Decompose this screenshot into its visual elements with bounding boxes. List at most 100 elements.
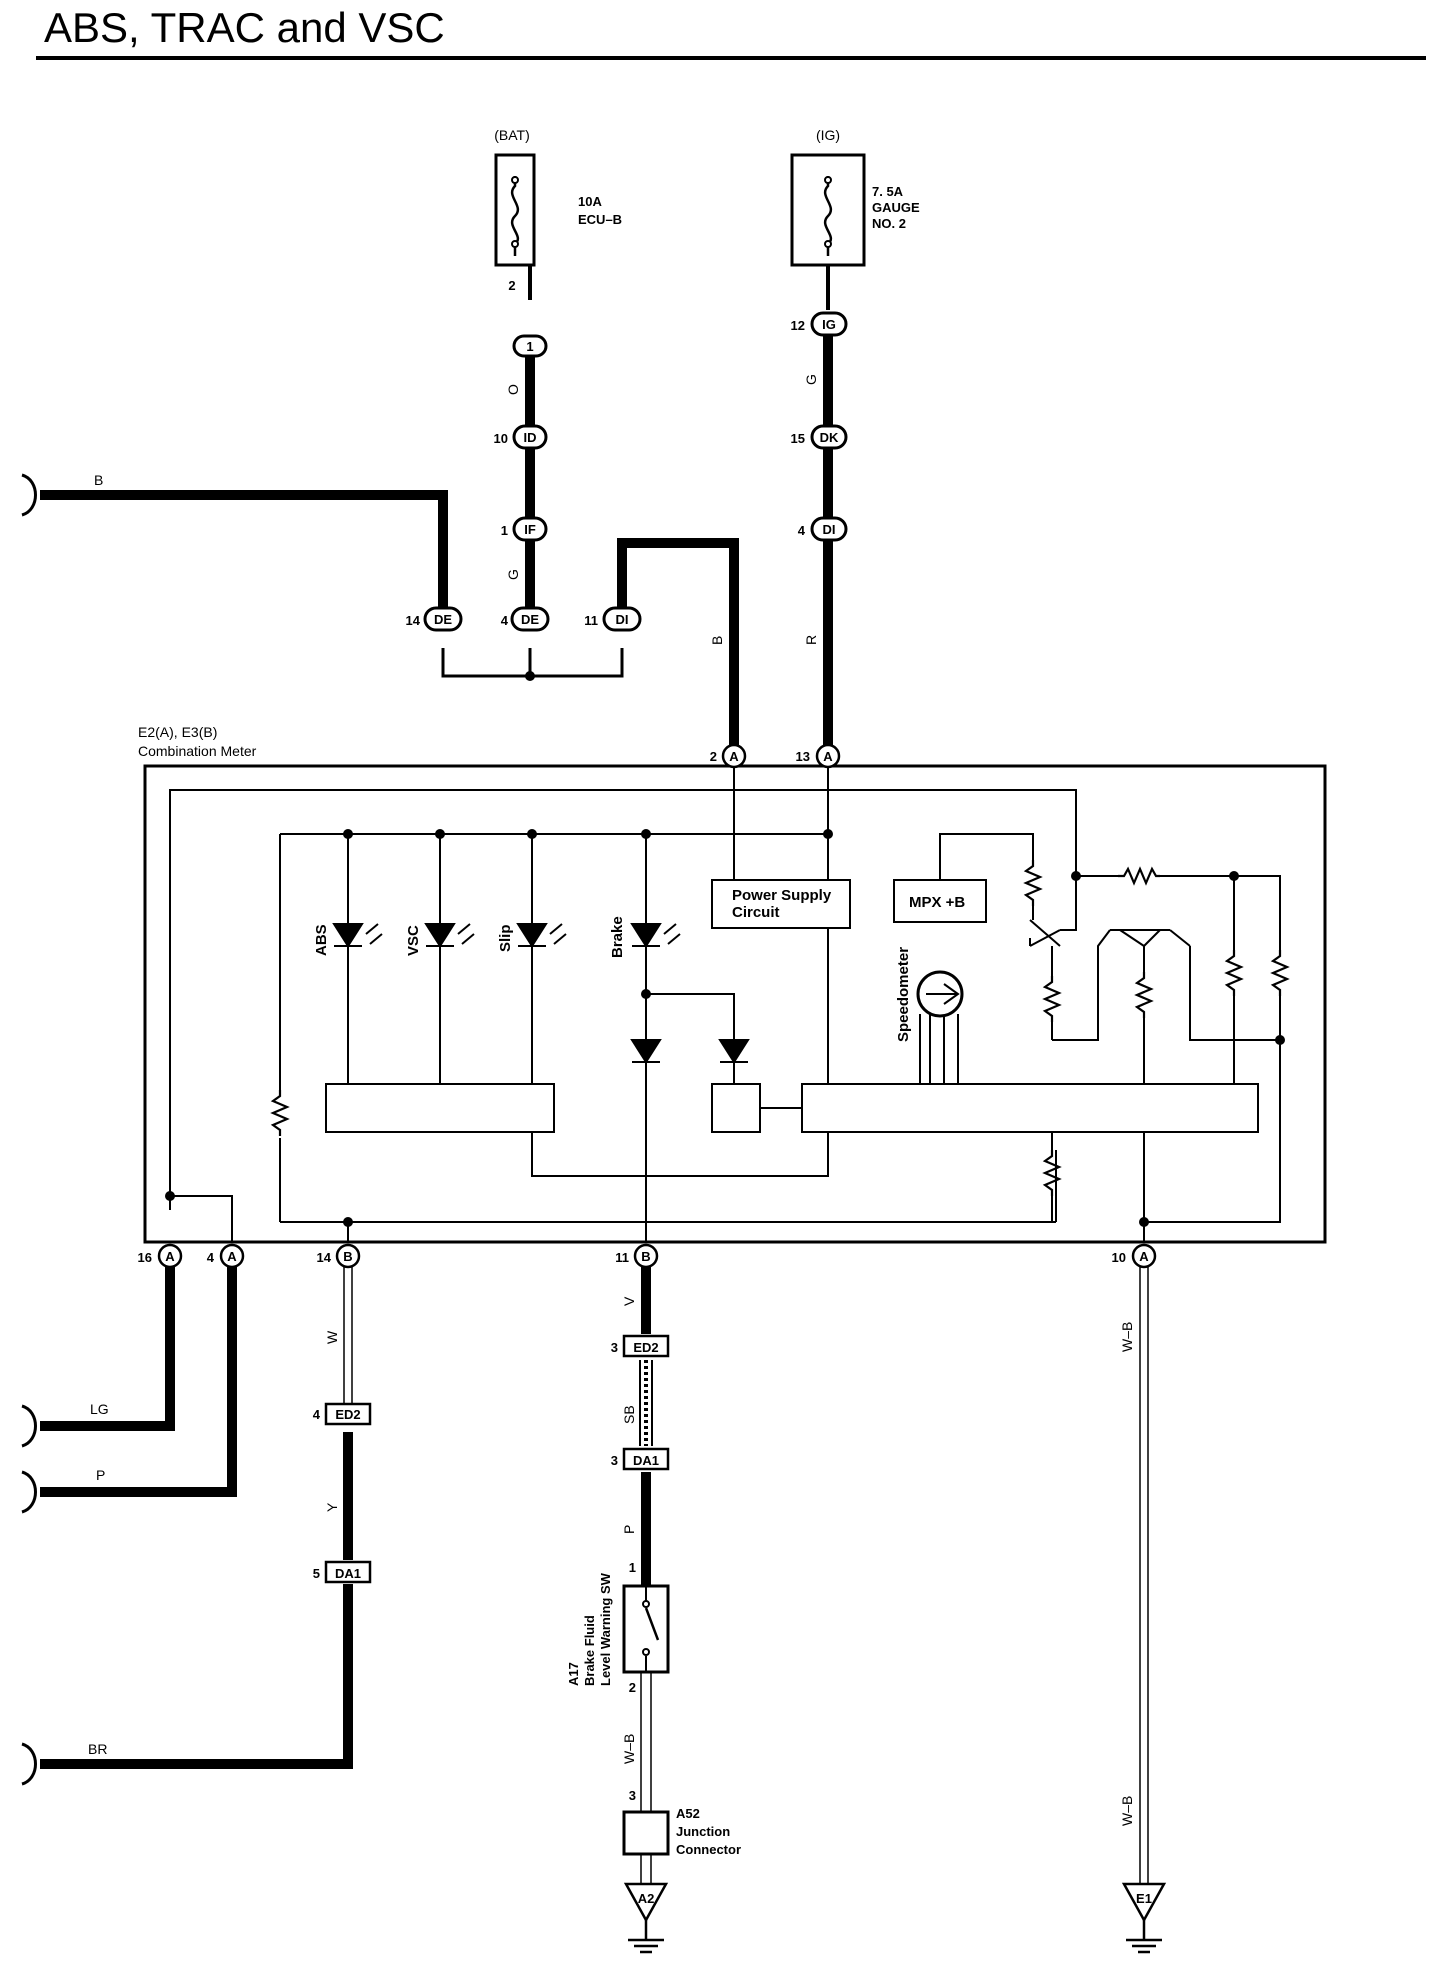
svg-text:15: 15 [791,431,805,446]
fuse-rating: 10A [578,194,602,209]
wire-color: P [621,1525,637,1534]
svg-text:1: 1 [501,523,508,538]
svg-text:DK: DK [820,430,839,445]
meter-pin-16a: 16 A [138,1243,183,1269]
svg-text:A: A [227,1249,237,1264]
wire-color: W–B [1119,1322,1135,1352]
mpx-label: MPX +B [909,894,965,911]
svg-text:16: 16 [138,1250,152,1265]
connector-id: 10 ID [494,424,548,450]
svg-text:A: A [165,1249,175,1264]
svg-text:2: 2 [710,749,717,764]
title-rule [36,56,1426,60]
bottom-wiring [21,1254,1149,1884]
connector-dk: 15 DK [791,424,848,450]
svg-text:IF: IF [524,522,536,537]
svg-text:A52: A52 [676,1806,700,1821]
svg-text:13: 13 [796,749,810,764]
svg-text:A2: A2 [638,1891,655,1906]
wire-color: P [96,1467,105,1483]
connector-di-4: 4 DI [798,516,848,542]
speedometer-label: Speedometer [895,947,912,1042]
fuse-name2: NO. 2 [872,216,906,231]
svg-text:Connector: Connector [676,1842,741,1857]
meter-pin-4a: 4 A [207,1243,245,1269]
inline-connector-ed2-3: 3 ED2 [611,1334,670,1358]
svg-text:A: A [1139,1249,1149,1264]
svg-text:14: 14 [317,1250,332,1265]
connector-if: 1 IF [501,516,548,542]
meter-id: E2(A), E3(B) [138,724,217,740]
svg-text:4: 4 [501,613,509,628]
wire-color: R [803,635,819,645]
fuse-rating: 7. 5A [872,184,904,199]
svg-text:3: 3 [629,1788,636,1803]
page-title: ABS, TRAC and VSC [44,4,445,51]
wire-color: Y [324,1502,340,1512]
svg-text:B: B [343,1249,352,1264]
wire-color: B [94,472,103,488]
svg-text:E1: E1 [1136,1891,1152,1906]
switch-name: Brake Fluid [582,1615,597,1686]
connector-ig: 12 IG [791,311,848,337]
lamp-label-brake: Brake [609,916,626,958]
meter-pin-14b: 14 B [317,1243,361,1269]
wire-color: O [505,384,521,395]
meter-name: Combination Meter [138,743,257,759]
junction-connector: 3 A52 Junction Connector [622,1788,741,1857]
svg-text:A: A [823,749,833,764]
svg-text:11: 11 [615,1250,629,1265]
lamp-label-abs: ABS [313,924,330,956]
wire-color: W–B [621,1734,637,1764]
wire-color: G [803,374,819,385]
inline-connector-da1-5: 5 DA1 [313,1560,372,1584]
svg-text:DI: DI [823,522,836,537]
fuse-pin: 2 [508,278,515,293]
switch-id: A17 [566,1662,581,1686]
svg-text:DE: DE [521,612,539,627]
inline-connector-ed2-4: 4 ED2 [313,1402,372,1426]
svg-text:ED2: ED2 [335,1407,360,1422]
connector-di-11: 11 DI [584,606,642,632]
fuse-name: GAUGE [872,200,920,215]
svg-text:DE: DE [434,612,452,627]
inline-connector-da1-3: 3 DA1 [611,1447,670,1471]
connector-de-14: 14 DE [406,606,463,632]
ground-a2-icon: A2 [624,1882,668,1954]
fuse-name: ECU–B [578,212,622,227]
lamp-label-slip: Slip [497,924,514,952]
svg-text:DA1: DA1 [335,1566,361,1581]
svg-text:4: 4 [798,523,806,538]
led-arrow-icon [365,923,681,945]
wire-color: G [505,569,521,580]
svg-text:ED2: ED2 [633,1340,658,1355]
svg-text:4: 4 [207,1250,215,1265]
svg-text:5: 5 [313,1566,320,1581]
wire-color: SB [621,1405,637,1424]
svg-text:ID: ID [524,430,537,445]
svg-text:DA1: DA1 [633,1453,659,1468]
connector-1: 1 [512,334,548,358]
brake-fluid-switch: 1 2 [622,1560,670,1695]
wire-color: W [324,1330,340,1344]
fuse-source: (BAT) [494,127,530,143]
svg-text:A: A [729,749,739,764]
wire-color: W–B [1119,1796,1135,1826]
fuse-gauge-no2: (IG) 7. 5A GAUGE NO. 2 [790,127,920,267]
wire-color: B [709,636,725,645]
meter-pin-11b: 11 B [615,1243,659,1269]
meter-pin-10a: 10 A [1112,1243,1157,1269]
svg-text:2: 2 [629,1680,636,1695]
svg-text:B: B [641,1249,650,1264]
svg-text:10: 10 [1112,1250,1126,1265]
combination-meter [143,745,1327,1244]
ground-e1-icon: E1 [1122,1882,1166,1954]
connector-de-4: 4 DE [501,606,550,632]
svg-text:3: 3 [611,1453,618,1468]
svg-text:4: 4 [313,1407,321,1422]
meter-pin-13a: 13 A [796,743,841,769]
switch-name: Level Warning SW [598,1572,613,1686]
power-supply-label: Power Supply [732,887,832,904]
svg-text:Junction: Junction [676,1824,730,1839]
